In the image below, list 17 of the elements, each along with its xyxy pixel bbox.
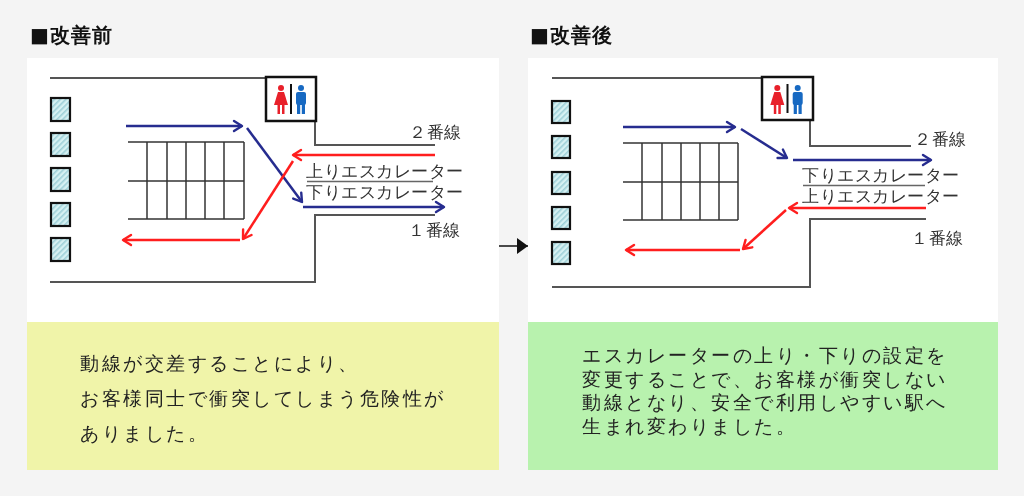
escalator-label: 上りエスカレーター — [306, 162, 464, 180]
note-box — [528, 322, 998, 470]
track-label: １番線 — [911, 229, 964, 247]
escalator-label: 下りエスカレーター — [802, 166, 960, 184]
note-text: エスカレーターの上り・下りの設定を変更することで、お客様が衝突しない動線となり、安全で利用しやすい駅へ生まれ変わりました。 — [582, 344, 948, 438]
escalator-label: 下りエスカレーター — [306, 183, 464, 201]
escalator-label: 上りエスカレーター — [802, 187, 960, 205]
panel-heading: ■改善前 — [30, 23, 113, 47]
track-label: ２番線 — [409, 123, 462, 141]
panel — [27, 22, 499, 470]
track-label: １番線 — [408, 221, 461, 239]
panel-heading: ■改善後 — [530, 23, 613, 47]
note-box — [27, 322, 499, 470]
arrow — [498, 238, 529, 254]
note-text: 動線が交差することにより、お客様同士で衝突してしまう危険性がありました。 — [80, 351, 446, 446]
panel — [528, 22, 998, 470]
track-label: ２番線 — [914, 130, 967, 148]
